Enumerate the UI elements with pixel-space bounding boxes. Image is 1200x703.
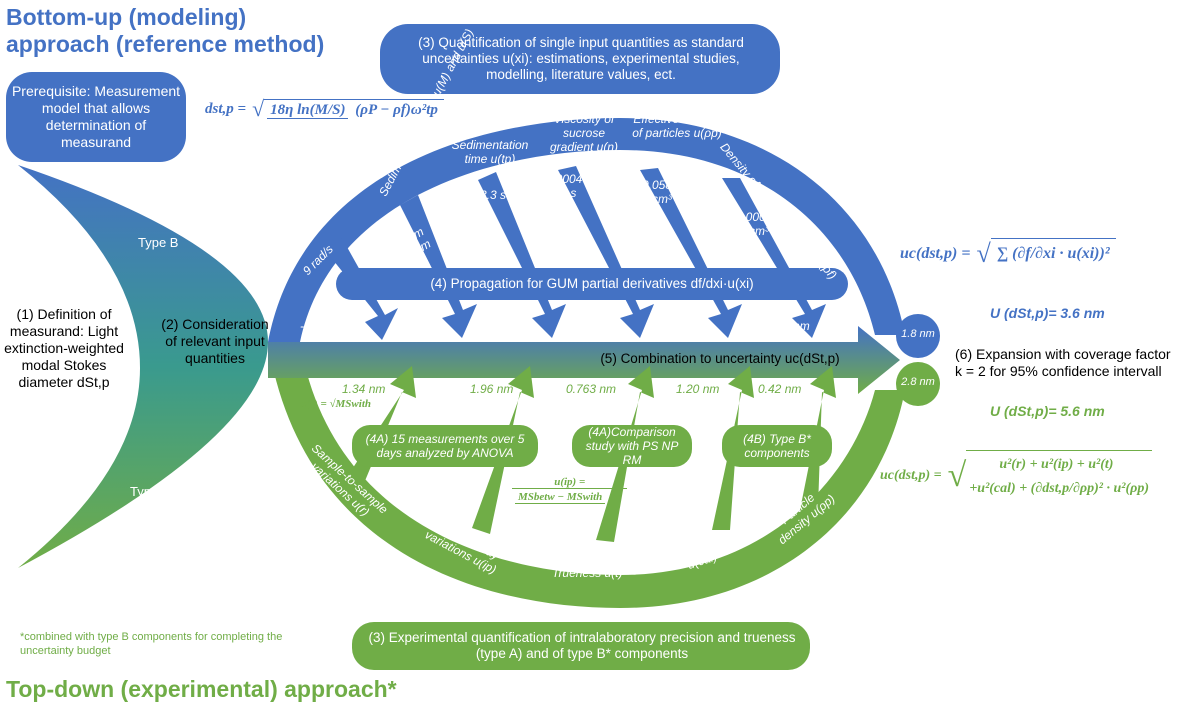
formula-uip: u(ip) = MSbetw − MSwith nr xyxy=(512,476,628,504)
bottom-result-ip: 1.96 nm xyxy=(470,382,514,396)
bottom-result-cal: 1.20 nm xyxy=(676,382,720,396)
step3-bottom-box-shape xyxy=(352,622,810,670)
head-top-value: 1.8 nm xyxy=(901,328,935,340)
bone-result-angular: -0.12 nm xyxy=(300,319,348,333)
bone-label-density-particles: Effective density of particles u(ρp) xyxy=(632,112,722,140)
footnote: *combined with type B components for com… xyxy=(20,631,283,657)
formula-uc-top-rhs: ∑ (∂f/∂xi · u(xi))² xyxy=(990,238,1116,269)
formula-uc-top-lhs: uc(dst,p) = xyxy=(900,244,971,262)
bone-value-density-sucrose: 0.0001 g/cm³ xyxy=(735,210,773,238)
top-down-title: Top-down (experimental) approach* xyxy=(6,676,397,702)
expanded-u-top: U (dSt,p)= 3.6 nm xyxy=(990,305,1105,321)
bottom-result-rho: 0.42 nm xyxy=(758,382,802,396)
formula-d-den: (ρP − ρf)ω²tp xyxy=(355,102,438,118)
bone-label-trueness: Trueness u(t) xyxy=(552,566,623,580)
step4-band xyxy=(336,268,848,300)
bone-result-depth: 0.52 nm -1.40 nm xyxy=(401,306,449,334)
head-bottom-value: 2.8 nm xyxy=(901,376,935,388)
step6-line2: k = 2 for 95% confidence intervall xyxy=(955,363,1162,379)
formula-ur: u(r) = √MSwith xyxy=(300,398,371,410)
step3-top-box: (3) Quantification of single input quant… xyxy=(418,35,744,82)
step3-bottom-box: (3) Experimental quantification of intra… xyxy=(368,630,796,661)
type-b-label: Type B xyxy=(138,235,179,250)
step1-text: (1) Definition of measurand: Light extin… xyxy=(4,306,124,390)
head-circle-bottom xyxy=(896,362,940,406)
step4-text: (4) Propagation for GUM partial derivati… xyxy=(430,276,754,291)
upper-body-arc xyxy=(268,118,905,342)
fish-tail xyxy=(18,165,268,568)
formula-uc-bottom-line2: +u²(cal) + (∂dst,p/∂ρp)² · u²(ρp) xyxy=(969,481,1149,496)
box-anova-shape xyxy=(352,425,538,467)
bone-value-viscosity: 0.0004 Pa·s xyxy=(545,172,583,200)
bottom-up-title: Bottom-up (modeling) approach (reference… xyxy=(6,4,325,57)
prerequisite-box-shape xyxy=(6,72,186,162)
formula-uc-bottom-line1: u²(r) + u²(ip) + u²(t) xyxy=(999,457,1114,472)
head-circle-top xyxy=(896,314,940,358)
type-ab-label: Type A+B* xyxy=(130,484,192,499)
lower-body-arc xyxy=(268,342,905,608)
box-anova: (4A) 15 measurements over 5 days analyze… xyxy=(365,432,525,460)
bone-result-density-sucrose: < -0.01 nm xyxy=(752,319,810,333)
formula-uc-bottom: uc(dst,p) = √ u²(r) + u²(ip) + u²(t) +u²… xyxy=(880,450,1152,501)
box-comparison-shape xyxy=(572,425,692,467)
prerequisite-box: Prerequisite: Measurement model that all… xyxy=(11,83,181,150)
formula-uc-top: uc(dst,p) = √ ∑ (∂f/∂xi · u(xi))² xyxy=(900,238,1116,269)
step5-text: (5) Combination to uncertainty uc(dSt,p) xyxy=(600,351,840,366)
formula-d: dst,p = √ 18η ln(M/S) (ρP − ρf)ω²tp xyxy=(205,96,444,122)
formula-uip-num: MSbetw − MSwith xyxy=(515,491,606,504)
step3-top-box-shape xyxy=(380,24,780,94)
bone-label-viscosity: Viscosity of sucrose gradient u(η) xyxy=(549,112,619,154)
formula-uip-den: nr xyxy=(611,491,622,503)
bottom-result-r: 1.34 nm xyxy=(342,382,386,396)
box-typeb: (4B) Type B* components xyxy=(743,432,811,460)
bone-value-time: 3.3 s xyxy=(480,188,507,202)
formula-uip-lhs: u(ip) = xyxy=(554,476,586,488)
formula-d-lhs: dst,p = xyxy=(205,100,247,117)
bone-value-density-particles: 0.058 g/cm³ xyxy=(641,178,673,206)
bottom-result-t: 0.763 nm xyxy=(566,382,617,396)
box-typeb-shape xyxy=(722,425,832,467)
expanded-u-bottom: U (dSt,p)= 5.6 nm xyxy=(990,403,1105,419)
bone-label-time: Sedimentation time u(tp) xyxy=(451,138,529,166)
bone-result-time: -0.18 nm xyxy=(478,319,526,333)
formula-d-num: 18η ln(M/S) xyxy=(267,102,349,119)
bone-result-viscosity: 0.71 nm xyxy=(572,319,616,333)
bone-result-density-particles: -0.7 nm xyxy=(668,319,709,333)
step6-line1: (6) Expansion with coverage factor xyxy=(955,346,1171,362)
formula-uc-bottom-lhs: uc(dst,p) = xyxy=(880,467,942,483)
step6-text: (6) Expansion with coverage factor k = 2… xyxy=(955,346,1197,380)
step2-text: (2) Consideration of relevant input quan… xyxy=(161,316,269,366)
box-comparison: (4A)Comparison study with PS NP RM xyxy=(585,425,679,467)
